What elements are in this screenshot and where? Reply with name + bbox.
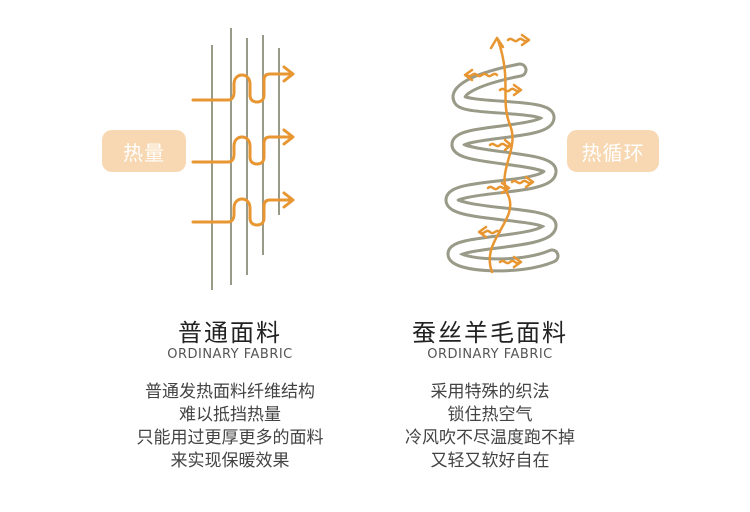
arrow-head <box>512 83 523 97</box>
heat-arrow <box>191 197 294 227</box>
squiggle-arrow <box>478 229 502 235</box>
description-line: 又轻又软好自在 <box>430 451 550 471</box>
arrow-head <box>500 181 511 195</box>
ordinary-fabric-title: 普通面料 <box>178 319 282 347</box>
arrow-head <box>520 33 531 47</box>
squiggle-arrow <box>506 37 530 43</box>
heat-badge: 热量 <box>102 130 186 172</box>
arrow-head <box>282 128 295 146</box>
ordinary-fabric-subtitle: ORDINARY FABRIC <box>167 347 293 362</box>
arrow-head <box>524 175 535 189</box>
ordinary-fabric-description: 普通发热面料纤维结构 难以抵挡热量 只能用过更厚更多的面料 来实现保暖效果 <box>110 381 350 473</box>
ordinary-fabric-fibers <box>211 28 280 290</box>
silk-wool-fabric-title: 蚕丝羊毛面料 <box>412 319 568 347</box>
arrow-head <box>477 225 488 239</box>
description-line: 只能用过更厚更多的面料 <box>136 428 324 448</box>
heat-arrow <box>191 72 294 104</box>
description-line: 冷风吹不尽温度跑不掉 <box>405 428 575 448</box>
squiggle-arrow <box>488 142 512 148</box>
description-line: 难以抵挡热量 <box>179 405 281 425</box>
heat-circulation-badge: 热循环 <box>567 130 659 172</box>
squiggle-arrow <box>498 87 522 93</box>
coil-inner <box>447 65 557 270</box>
ordinary-heat-arrows <box>191 65 295 227</box>
arrow-head <box>512 255 523 269</box>
description-line: 普通发热面料纤维结构 <box>145 382 315 402</box>
arrow-head <box>463 68 474 82</box>
squiggle-arrow <box>486 185 510 191</box>
description-line: 采用特殊的织法 <box>430 382 550 402</box>
circulating-heat <box>463 33 535 274</box>
arrow-head <box>282 191 295 209</box>
arrow-head <box>503 138 513 152</box>
description-line: 来实现保暖效果 <box>170 451 290 471</box>
squiggle-arrow <box>465 72 499 78</box>
squiggle-arrow <box>498 259 522 265</box>
heat-arrow <box>191 135 294 166</box>
silk-wool-fabric-description: 采用特殊的织法 锁住热空气 冷风吹不尽温度跑不掉 又轻又软好自在 <box>380 381 600 473</box>
squiggle-arrow <box>510 179 534 185</box>
silk-wool-coil <box>444 62 560 273</box>
arrow-head <box>282 65 295 83</box>
arrow-head <box>489 36 505 50</box>
silk-wool-fabric-subtitle: ORDINARY FABRIC <box>427 347 553 362</box>
description-line: 锁住热空气 <box>447 405 533 425</box>
